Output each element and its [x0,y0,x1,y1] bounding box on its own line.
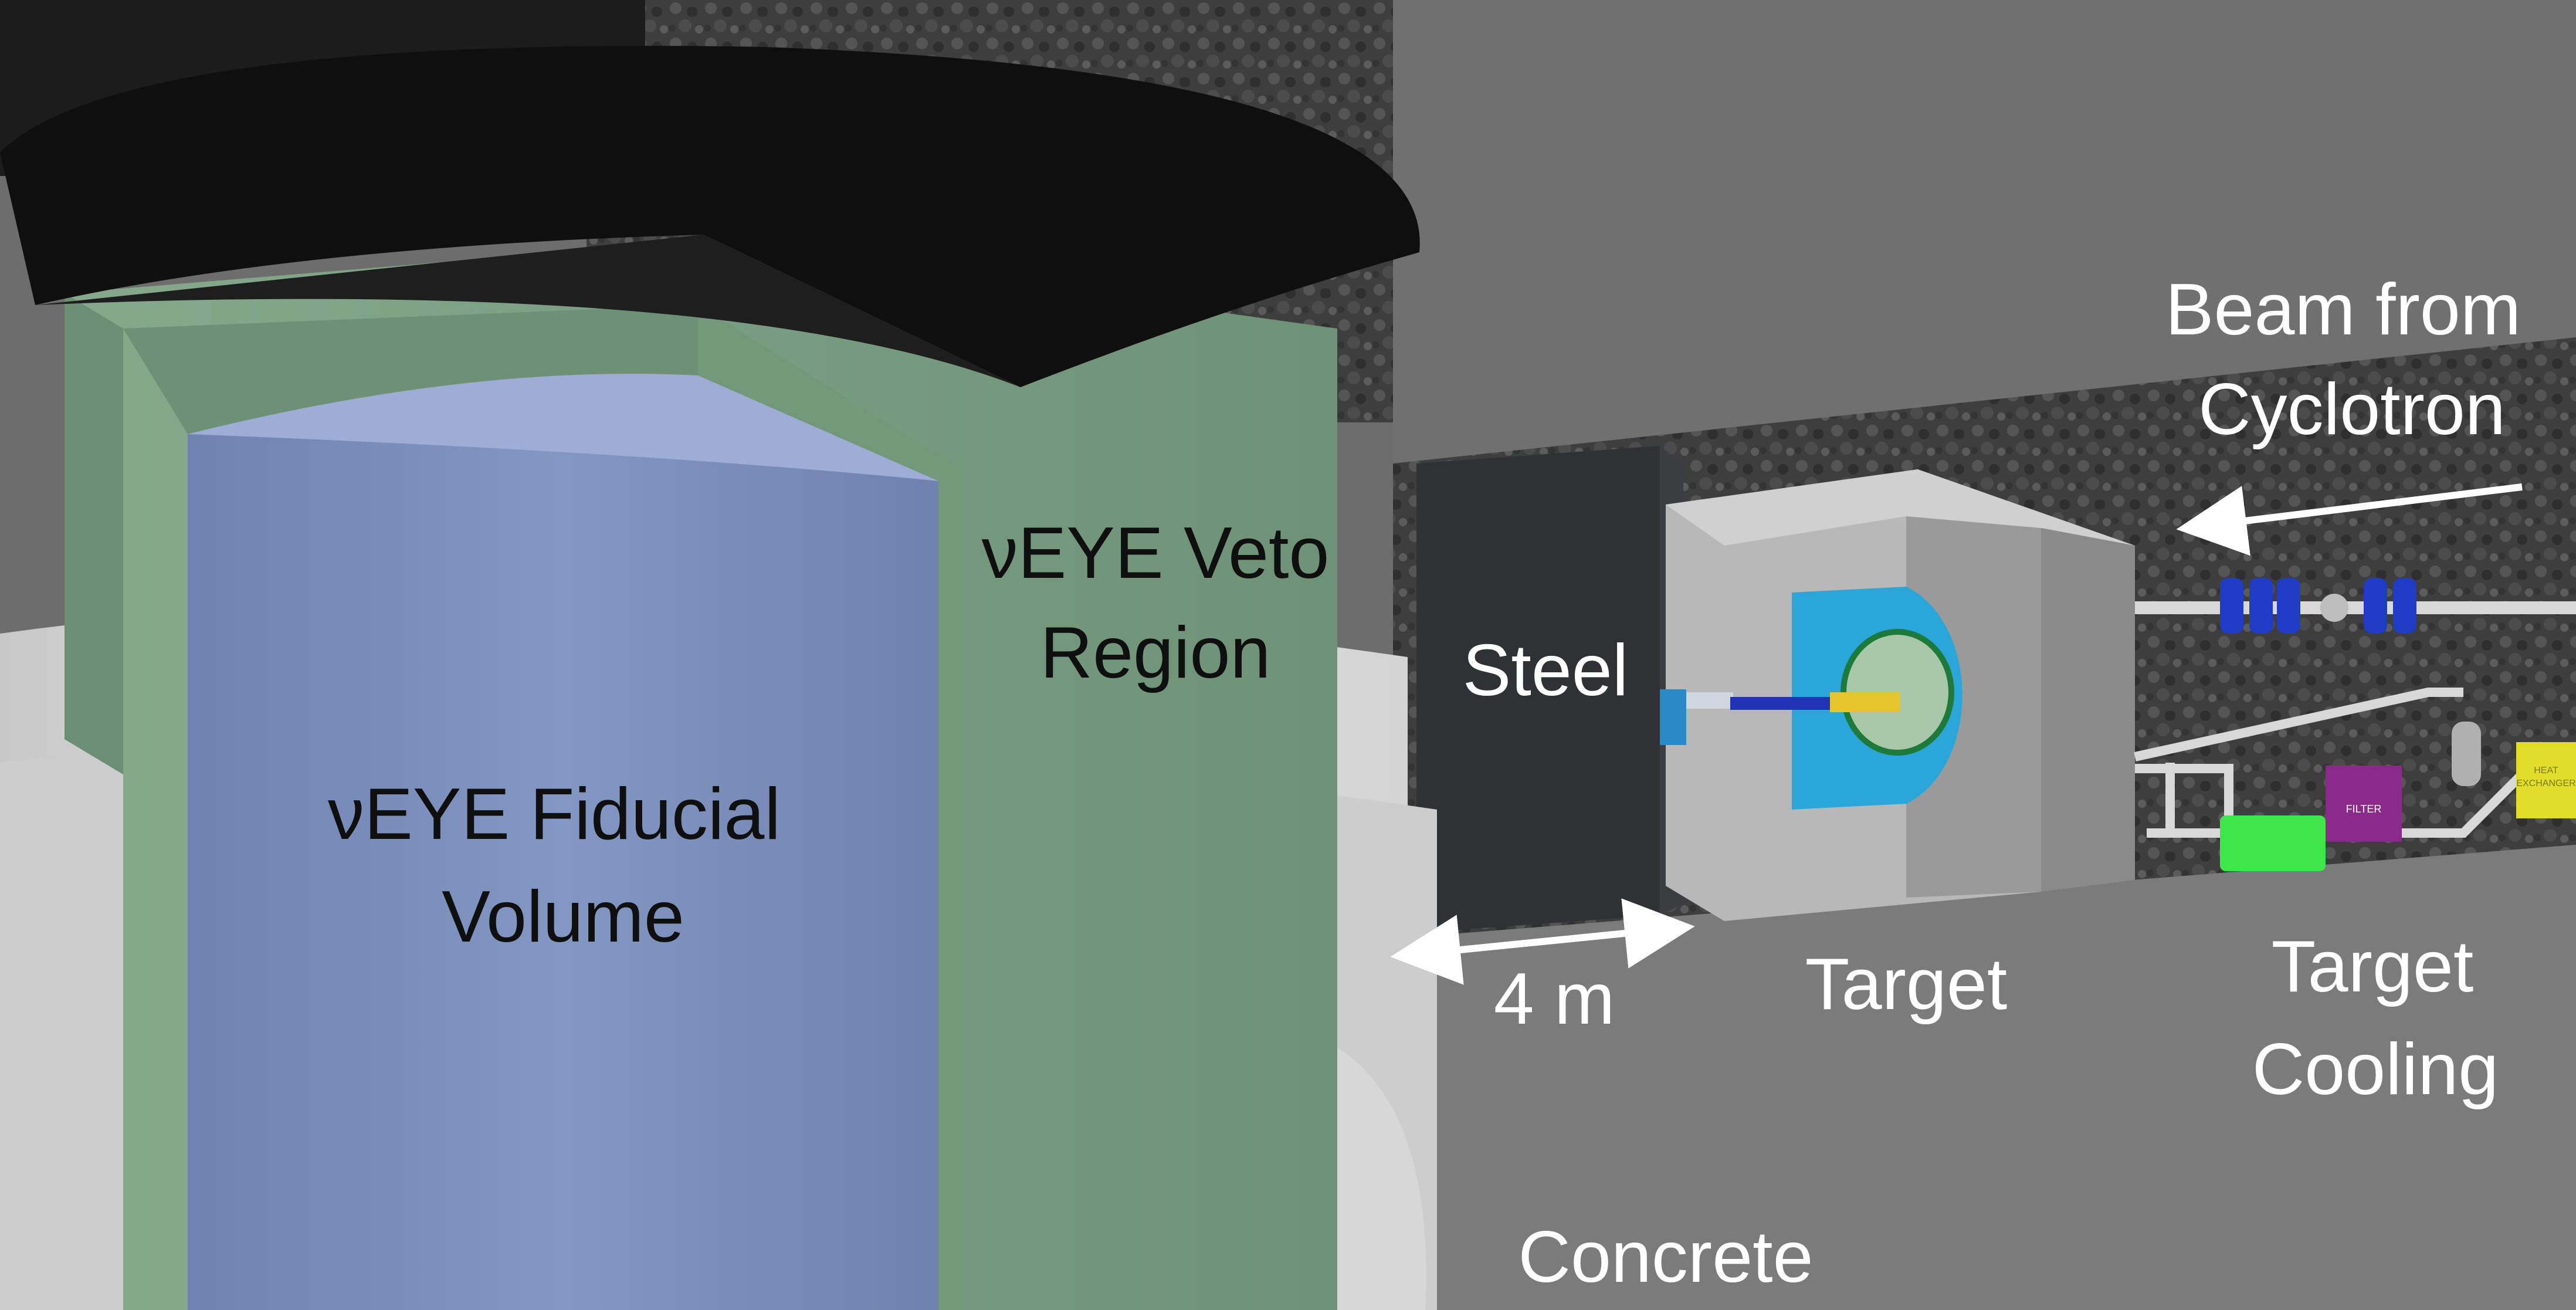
concrete-label: Concrete [1518,1217,1813,1298]
heat-exchanger-tag-line2: EXCHANGER [2516,778,2575,788]
cooling-filter [2326,766,2402,842]
beam-pipe [1730,697,1836,710]
beam-label-line2: Cyclotron [2198,369,2506,450]
fiducial-label-line1: νEYE Fiducial [328,774,781,855]
beam-label-line1: Beam from [2165,269,2521,350]
veto-label-line2: Region [1040,612,1271,693]
veto-label-line1: νEYE Veto [982,513,1330,594]
cooling-tank [2452,722,2481,786]
detector-lid [0,46,1420,387]
heat-exchanger-tag-line1: HEAT [2534,766,2558,776]
filter-tag: FILTER [2346,803,2382,815]
beam-valve [2320,594,2348,622]
target-label: Target [1805,944,2008,1025]
magnet-group-1 [2220,578,2300,634]
steel-label: Steel [1463,630,1629,711]
fiducial-label-line2: Volume [442,876,684,957]
beam-window [1660,689,1686,745]
heat-exchanger [2516,742,2576,818]
steel-block [1416,446,1660,933]
target-rod [1830,692,1900,712]
beam-direction-arrow [2176,483,2523,556]
upper-concrete-slab [1393,0,2576,463]
magnet-group-2 [2364,578,2416,634]
distance-arrow [1390,898,1695,985]
cooling-label-line2: Cooling [2252,1029,2499,1110]
beam-line-pipe [2135,601,2576,614]
cooling-label-line1: Target [2272,926,2474,1007]
cooling-pump [2220,815,2326,871]
fiducial-volume [188,374,938,1310]
distance-label: 4 m [1494,959,1615,1040]
